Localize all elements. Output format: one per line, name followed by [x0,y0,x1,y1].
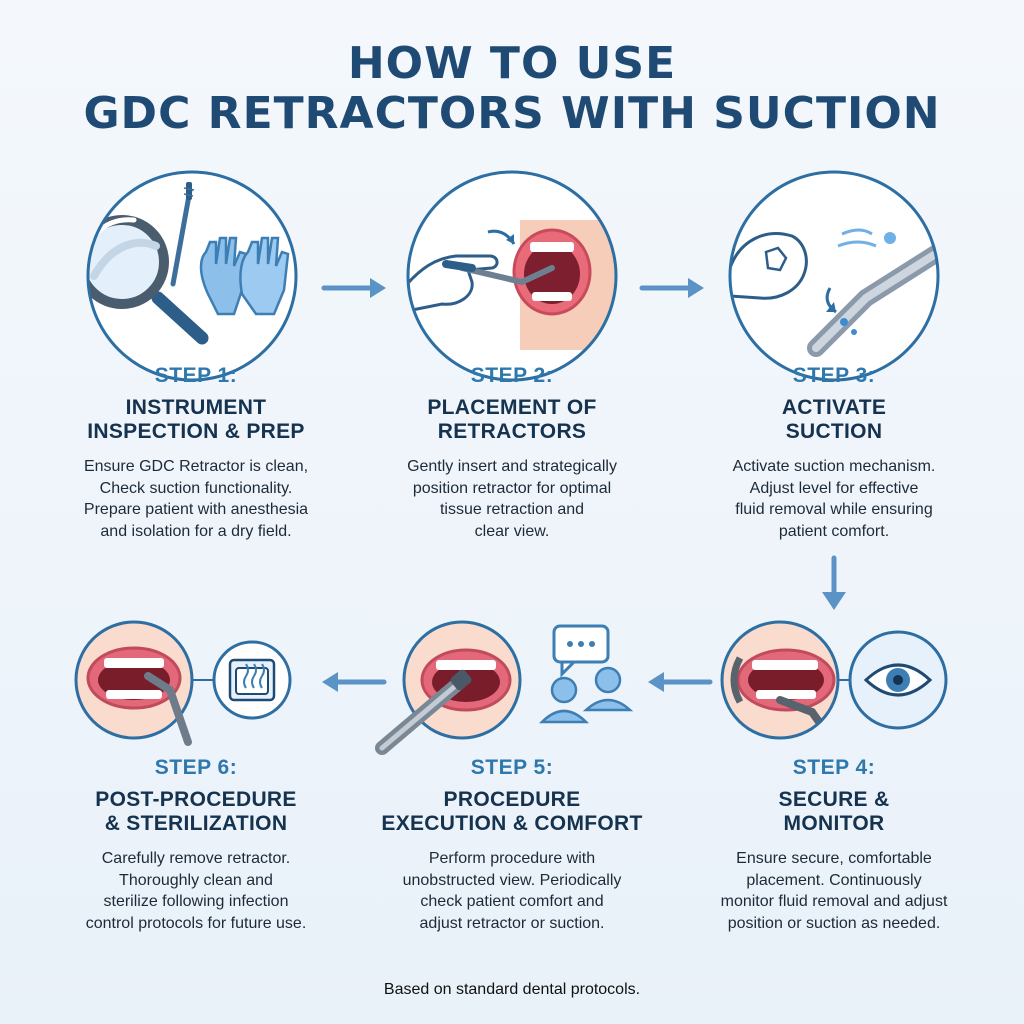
step-5-block: STEP 5: PROCEDURE EXECUTION & COMFORT Pe… [362,756,662,934]
retractor-icon [442,260,555,286]
step-1-title: INSTRUMENT INSPECTION & PREP [46,396,346,444]
step-5-label: STEP 5: [470,756,554,779]
gloved-hand-icon [408,254,499,314]
step-6-title-line-2: & STERILIZATION [104,812,288,835]
mouth-instrument-icon [86,646,182,710]
footer-note: Based on standard dental protocols. [383,981,641,998]
step-3-desc-line: fluid removal while ensuring [735,501,933,518]
step-4-title-line-1: SECURE & [778,788,890,811]
step-2-label: STEP 2: [470,364,554,387]
step-5-title: PROCEDURE EXECUTION & COMFORT [362,788,662,836]
step-4-block: STEP 4: SECURE & MONITOR Ensure secure, … [684,756,984,934]
page-title-line-1: HOW TO USE [347,38,677,89]
step-4-desc-line: monitor fluid removal and adjust [720,893,948,910]
step-1-label: STEP 1: [154,364,238,387]
step-4-label: STEP 4: [792,756,876,779]
step-1-title-line-2: INSPECTION & PREP [87,420,305,443]
gloves-icon [199,236,290,316]
step-5-title-line-2: EXECUTION & COMFORT [381,812,643,835]
step-3-title-line-2: SUCTION [785,420,883,443]
step-6-illustration [74,618,314,748]
step-3-label: STEP 3: [792,364,876,387]
step-5-desc-line: unobstructed view. Periodically [402,871,622,889]
step-4-title-line-2: MONITOR [783,812,885,835]
arrow-right-icon [321,278,386,298]
step-1-desc-line: Ensure GDC Retractor is clean, [83,458,309,475]
step-3-title-line-1: ACTIVATE [781,396,887,419]
eye-icon [848,630,948,730]
step-2-description: Gently insert and strategically position… [362,456,662,542]
step-1-block: STEP 1: INSTRUMENT INSPECTION & PREP Ens… [46,364,346,542]
step-5-illustration [375,618,646,768]
step-2-desc-line: position retractor for optimal [412,479,612,497]
step-4-illustration [720,618,960,748]
mouth-retractor-icon [730,648,838,738]
step-2-block: STEP 2: PLACEMENT OF RETRACTORS Gently i… [362,364,662,542]
page-title-line-2: GDC RETRACTORS WITH SUCTION [83,88,941,139]
step-3-desc-line: Activate suction mechanism. [732,458,936,475]
step-1-illustration [72,170,312,382]
step-1-desc-line: and isolation for a dry field. [100,522,292,540]
step-2-illustration [402,170,642,382]
step-4-desc-line: position or suction as needed. [727,914,941,932]
step-1-desc-line: Prepare patient with anesthesia [83,501,309,518]
step-4-title: SECURE & MONITOR [684,788,984,836]
airflow-icon [825,228,896,335]
step-4-description: Ensure secure, comfortable placement. Co… [684,848,984,934]
step-3-illustration [726,170,966,382]
step-6-label: STEP 6: [154,756,238,779]
step-2-desc-line: Gently insert and strategically [407,458,617,475]
step-2-title-line-1: PLACEMENT OF [427,396,597,419]
step-5-desc-line: adjust retractor or suction. [419,914,605,932]
step-4-desc-line: placement. Continuously [746,871,922,889]
step-6-desc-line: Thoroughly clean and [119,871,273,889]
step-1-description: Ensure GDC Retractor is clean, Check suc… [46,456,346,542]
step-2-title: PLACEMENT OF RETRACTORS [362,396,662,444]
step-2-title-line-2: RETRACTORS [437,420,587,443]
step-3-desc-line: Adjust level for effective [749,479,919,497]
step-5-description: Perform procedure with unobstructed view… [362,848,662,934]
arrow-left-icon [648,672,713,692]
step-4-desc-line: Ensure secure, comfortable [736,850,932,867]
arrow-left-icon [322,672,387,692]
arrow-down-icon [822,555,846,610]
people-icon [538,666,634,724]
step-1-desc-line: Check suction functionality. [99,479,293,497]
step-3-desc-line: patient comfort. [778,522,890,540]
step-5-desc-line: Perform procedure with [428,850,596,867]
step-1-title-line-1: INSTRUMENT [125,396,267,419]
step-6-desc-line: control protocols for future use. [85,914,307,932]
step-6-title: POST-PROCEDURE & STERILIZATION [46,788,346,836]
step-5-desc-line: check patient comfort and [420,893,604,910]
step-3-description: Activate suction mechanism. Adjust level… [684,456,984,542]
open-mouth-icon [512,220,616,350]
arrow-right-icon [639,278,704,298]
step-5-title-line-1: PROCEDURE [443,788,581,811]
step-6-block: STEP 6: POST-PROCEDURE & STERILIZATION C… [46,756,346,934]
step-3-title: ACTIVATE SUCTION [684,396,984,444]
step-2-desc-line: tissue retraction and [439,501,585,518]
step-6-desc-line: sterilize following infection [103,893,289,910]
step-6-title-line-1: POST-PROCEDURE [95,788,297,811]
step-6-description: Carefully remove retractor. Thoroughly c… [46,848,346,934]
step-3-block: STEP 3: ACTIVATE SUCTION Activate suctio… [684,364,984,542]
sterilizer-icon [212,640,292,720]
step-6-desc-line: Carefully remove retractor. [101,850,291,867]
chat-bubble-icon [552,624,610,678]
suction-tip-icon [807,237,938,357]
step-2-desc-line: clear view. [474,522,550,540]
gloved-hand-icon [730,232,808,300]
dental-probe-icon [170,182,195,287]
